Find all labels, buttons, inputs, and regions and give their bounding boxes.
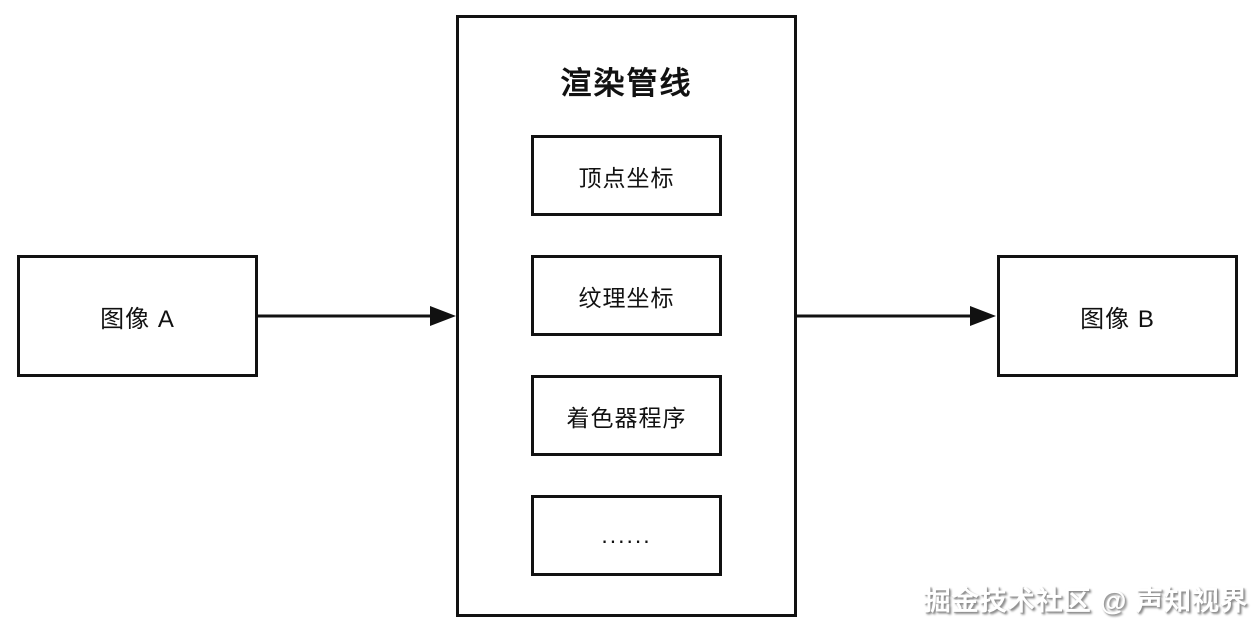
stage-label: 着色器程序 — [566, 404, 687, 431]
stage-ellipsis: ...... — [531, 495, 722, 576]
arrow-pipeline-to-b-icon — [797, 306, 996, 326]
stage-shader-program: 着色器程序 — [531, 375, 722, 456]
stage-label: 顶点坐标 — [578, 164, 675, 191]
pipeline-title: 渲染管线 — [560, 66, 693, 101]
node-image-b-label: 图像 B — [1080, 305, 1155, 333]
stage-label: ...... — [601, 522, 652, 548]
stage-texture-coordinates: 纹理坐标 — [531, 255, 722, 336]
watermark: 掘金技术社区 @ 声知视界 — [923, 586, 1248, 616]
stage-label: 纹理坐标 — [578, 284, 675, 311]
node-render-pipeline: 渲染管线 顶点坐标 纹理坐标 着色器程序 ...... — [456, 15, 797, 617]
node-image-a: 图像 A — [17, 255, 258, 377]
node-image-a-label: 图像 A — [100, 305, 175, 333]
node-image-b: 图像 B — [997, 255, 1238, 377]
stage-vertex-coordinates: 顶点坐标 — [531, 135, 722, 216]
arrow-a-to-pipeline-icon — [258, 306, 456, 326]
